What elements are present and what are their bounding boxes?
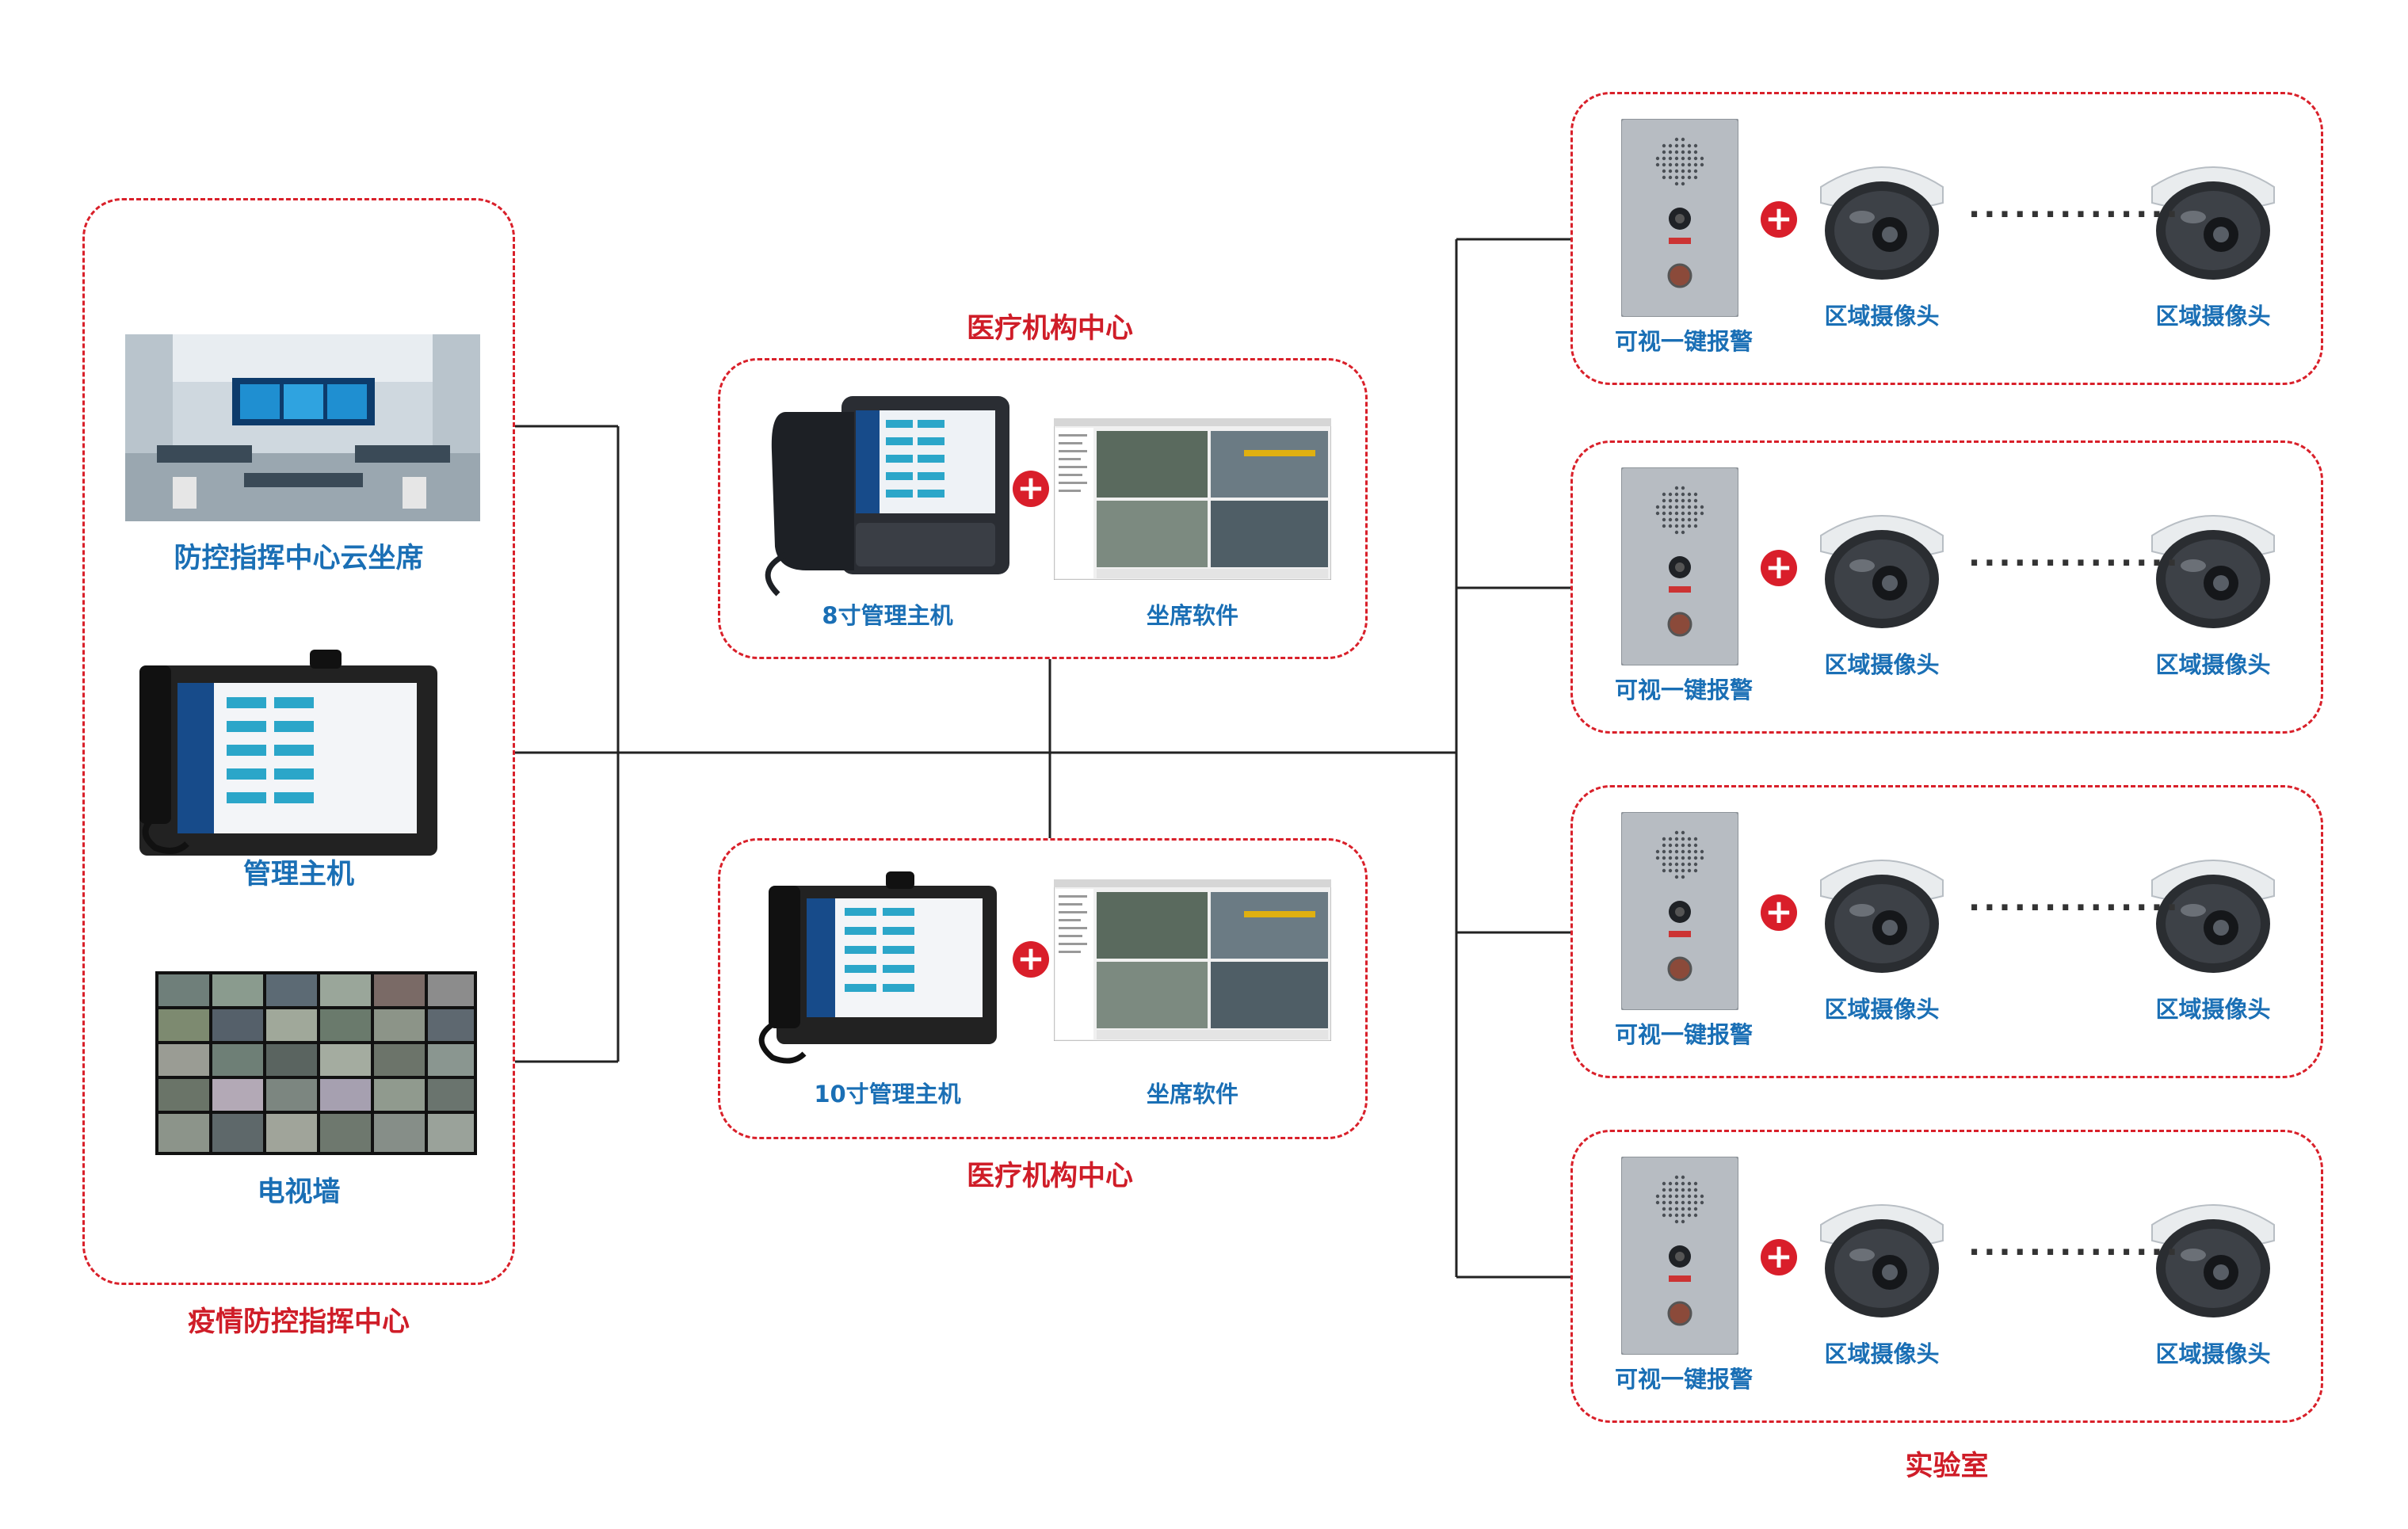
management-host-image bbox=[139, 650, 437, 856]
label-visual-alarm: 可视一键报警 bbox=[1614, 328, 1753, 355]
dome-camera-image bbox=[2146, 848, 2280, 978]
medical-center-bottom-group bbox=[718, 838, 1368, 1139]
dome-camera-image bbox=[2146, 1193, 2280, 1323]
alarm-panel-image bbox=[1620, 811, 1739, 1013]
plus-icon: + bbox=[1761, 894, 1797, 931]
lab-row-4 bbox=[1570, 1130, 2323, 1423]
label-visual-alarm: 可视一键报警 bbox=[1614, 1021, 1753, 1048]
label-area-camera: 区域摄像头 bbox=[1824, 651, 1940, 678]
control-room-image bbox=[125, 334, 480, 521]
dome-camera-image bbox=[1815, 155, 1949, 285]
dome-camera-image bbox=[1815, 504, 1949, 634]
lab-row-3 bbox=[1570, 785, 2323, 1078]
label-area-camera: 区域摄像头 bbox=[2155, 303, 2271, 330]
lab-row-1 bbox=[1570, 92, 2323, 385]
label-visual-alarm: 可视一键报警 bbox=[1614, 1366, 1753, 1393]
ellipsis-dots: ·············· bbox=[1968, 890, 2181, 926]
label-seat-software-top: 坐席软件 bbox=[1146, 602, 1238, 629]
plus-icon: + bbox=[1761, 550, 1797, 586]
plus-icon: + bbox=[1013, 941, 1049, 978]
label-area-camera: 区域摄像头 bbox=[1824, 996, 1940, 1023]
plus-icon: + bbox=[1013, 471, 1049, 507]
title-lab: 实验室 bbox=[1905, 1451, 1989, 1482]
label-8inch-host: 8寸管理主机 bbox=[822, 602, 953, 629]
label-10inch-host: 10寸管理主机 bbox=[814, 1081, 961, 1108]
title-command-center: 疫情防控指挥中心 bbox=[187, 1306, 410, 1338]
label-management-host: 管理主机 bbox=[242, 859, 354, 890]
command-center-group bbox=[82, 198, 515, 1285]
seat-software-image bbox=[1054, 879, 1331, 1041]
10inch-host-image bbox=[758, 871, 997, 1064]
dome-camera-image bbox=[1815, 848, 1949, 978]
title-medical-center-top: 医疗机构中心 bbox=[966, 313, 1133, 345]
dome-camera-image bbox=[2146, 155, 2280, 285]
label-area-camera: 区域摄像头 bbox=[1824, 303, 1940, 330]
label-seat-software-bottom: 坐席软件 bbox=[1146, 1081, 1238, 1108]
label-area-camera: 区域摄像头 bbox=[2155, 651, 2271, 678]
label-video-wall: 电视墙 bbox=[257, 1176, 341, 1208]
label-area-camera: 区域摄像头 bbox=[1824, 1340, 1940, 1367]
alarm-panel-image bbox=[1620, 1156, 1739, 1358]
video-wall-image bbox=[155, 971, 477, 1155]
ellipsis-dots: ·············· bbox=[1968, 545, 2181, 581]
label-visual-alarm: 可视一键报警 bbox=[1614, 677, 1753, 703]
dome-camera-image bbox=[2146, 504, 2280, 634]
alarm-panel-image bbox=[1620, 118, 1739, 320]
plus-icon: + bbox=[1761, 201, 1797, 238]
label-area-camera: 区域摄像头 bbox=[2155, 1340, 2271, 1367]
ellipsis-dots: ·············· bbox=[1968, 1234, 2181, 1271]
ellipsis-dots: ·············· bbox=[1968, 196, 2181, 233]
title-medical-center-bottom: 医疗机构中心 bbox=[966, 1161, 1133, 1192]
alarm-panel-image bbox=[1620, 467, 1739, 669]
label-area-camera: 区域摄像头 bbox=[2155, 996, 2271, 1023]
lab-row-2 bbox=[1570, 440, 2323, 734]
label-cloud-seat: 防控指挥中心云坐席 bbox=[174, 543, 424, 574]
plus-icon: + bbox=[1761, 1239, 1797, 1275]
8inch-host-image bbox=[765, 396, 1009, 597]
seat-software-image bbox=[1054, 418, 1331, 580]
dome-camera-image bbox=[1815, 1193, 1949, 1323]
medical-center-top-group bbox=[718, 358, 1368, 659]
